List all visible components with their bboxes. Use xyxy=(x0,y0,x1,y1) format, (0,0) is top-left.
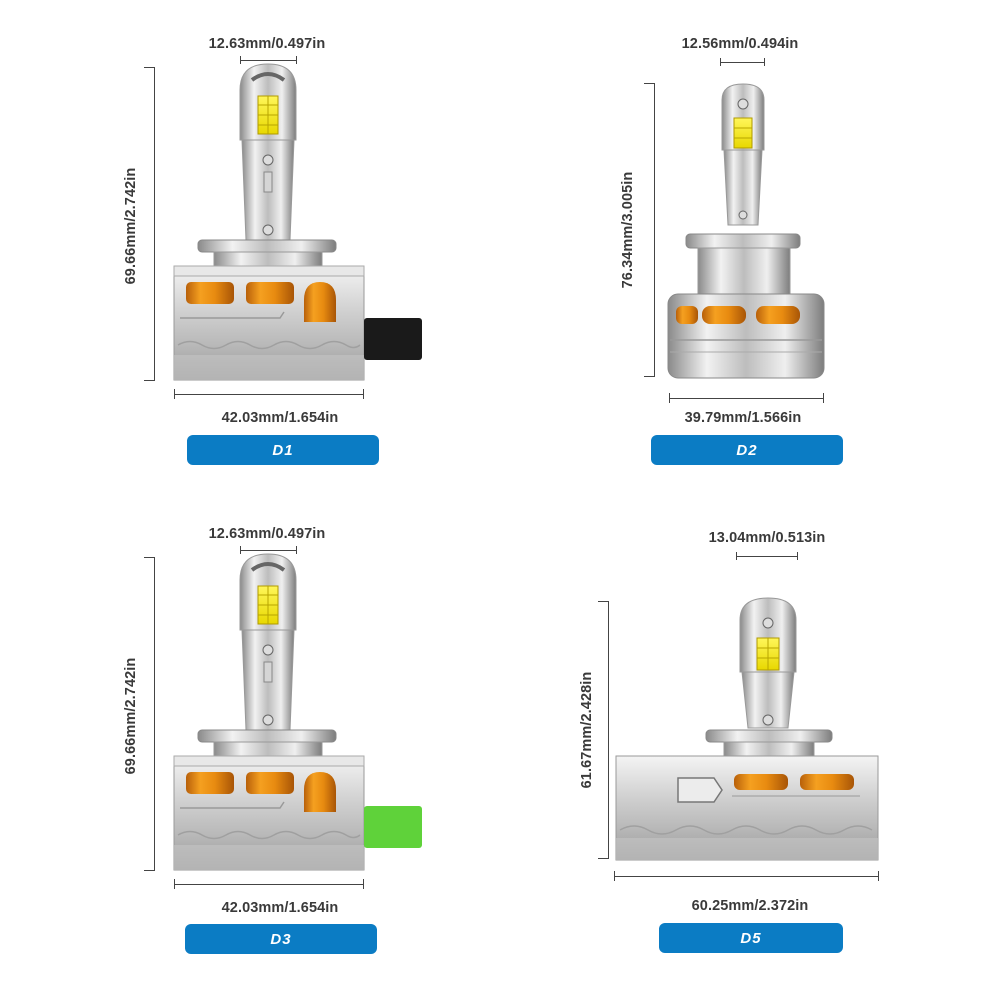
d2-bulb-image xyxy=(667,83,825,379)
top-dimension-label: 13.04mm/0.513in xyxy=(708,530,826,546)
model-badge-d3: D3 xyxy=(185,924,377,954)
model-badge-d2: D2 xyxy=(651,435,843,465)
width-dimension-line xyxy=(174,394,364,395)
top-dimension-label: 12.56mm/0.494in xyxy=(681,36,799,52)
d1-bulb-image xyxy=(173,63,422,381)
product-d1: 12.63mm/0.497in 69.66mm/2.742in xyxy=(0,0,500,500)
product-d2: 12.56mm/0.494in 76.34mm/3.005in 39.79mm/… xyxy=(500,0,1000,500)
height-dimension-line xyxy=(154,67,155,381)
product-d3: 12.63mm/0.497in 69.66mm/2.742in 42.03mm/… xyxy=(0,490,500,1000)
model-badge-d5: D5 xyxy=(659,923,843,953)
top-dimension-label: 12.63mm/0.497in xyxy=(208,36,326,52)
width-dimension-label: 60.25mm/2.372in xyxy=(691,898,809,914)
top-dimension-label: 12.63mm/0.497in xyxy=(208,526,326,542)
d5-bulb-image xyxy=(615,597,879,861)
width-dimension-label: 39.79mm/1.566in xyxy=(684,410,802,426)
width-dimension-label: 42.03mm/1.654in xyxy=(221,410,339,426)
d3-bulb-image xyxy=(173,553,422,871)
product-d5: 13.04mm/0.513in 61.67mm/2.428in 60.25mm/… xyxy=(500,490,1000,1000)
top-dimension-line xyxy=(240,60,297,61)
height-dimension-line xyxy=(654,83,655,377)
model-badge-d1: D1 xyxy=(187,435,379,465)
width-dimension-label: 42.03mm/1.654in xyxy=(221,900,339,916)
